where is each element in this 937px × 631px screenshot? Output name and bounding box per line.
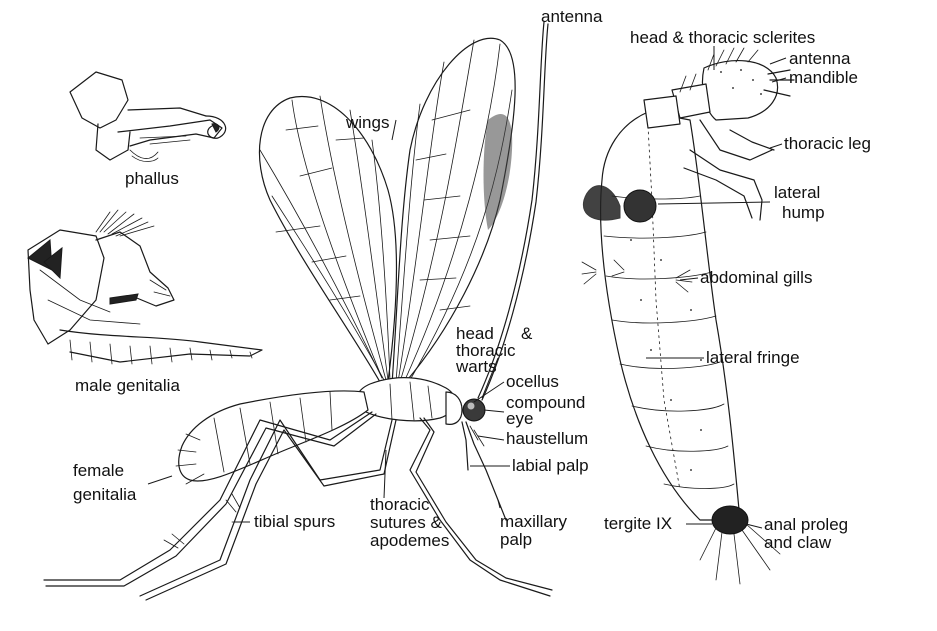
phallus-drawing bbox=[69, 71, 227, 162]
larva-drawing bbox=[581, 47, 795, 585]
label-antenna-adult: antenna bbox=[541, 7, 603, 26]
adult-caddisfly-drawing bbox=[43, 21, 553, 601]
label-antenna-larva: antenna bbox=[789, 49, 851, 68]
label-head-thoracic-sclerites: head & thoracic sclerites bbox=[630, 28, 815, 47]
label-head-warts-1: head bbox=[456, 324, 494, 343]
label-ocellus: ocellus bbox=[506, 372, 559, 391]
label-thoracic-sutures-1: thoracic bbox=[370, 495, 430, 514]
label-mandible: mandible bbox=[789, 68, 858, 87]
label-wings: wings bbox=[345, 113, 389, 132]
diagram-labels: antenna head & thoracic sclerites antenn… bbox=[73, 7, 871, 552]
label-female-genitalia-1: female bbox=[73, 461, 124, 480]
label-tibial-spurs: tibial spurs bbox=[254, 512, 335, 531]
label-head-warts-2: thoracic bbox=[456, 341, 516, 360]
label-abdominal-gills: abdominal gills bbox=[700, 268, 812, 287]
label-maxillary-palp-2: palp bbox=[500, 530, 532, 549]
male-genitalia-drawing bbox=[27, 209, 263, 365]
label-thoracic-sutures-2: sutures & bbox=[370, 513, 442, 532]
label-labial-palp: labial palp bbox=[512, 456, 589, 475]
label-anal-proleg-1: anal proleg bbox=[764, 515, 848, 534]
label-male-genitalia: male genitalia bbox=[75, 376, 180, 395]
label-lateral-fringe: lateral fringe bbox=[706, 348, 800, 367]
label-haustellum: haustellum bbox=[506, 429, 588, 448]
label-compound-eye-1: compound bbox=[506, 393, 585, 412]
label-anal-proleg-2: and claw bbox=[764, 533, 832, 552]
label-female-genitalia-2: genitalia bbox=[73, 485, 137, 504]
leader-lines bbox=[147, 46, 787, 529]
label-compound-eye-2: eye bbox=[506, 409, 533, 428]
label-lateral-hump-1: lateral bbox=[774, 183, 820, 202]
label-phallus: phallus bbox=[125, 169, 179, 188]
label-tergite-ix: tergite IX bbox=[604, 514, 672, 533]
label-thoracic-sutures-3: apodemes bbox=[370, 531, 449, 550]
label-head-warts-3: warts bbox=[455, 357, 497, 376]
label-lateral-hump-2: hump bbox=[782, 203, 825, 222]
label-head-warts-amp: & bbox=[521, 324, 533, 343]
label-thoracic-leg: thoracic leg bbox=[784, 134, 871, 153]
label-maxillary-palp-1: maxillary bbox=[500, 512, 568, 531]
